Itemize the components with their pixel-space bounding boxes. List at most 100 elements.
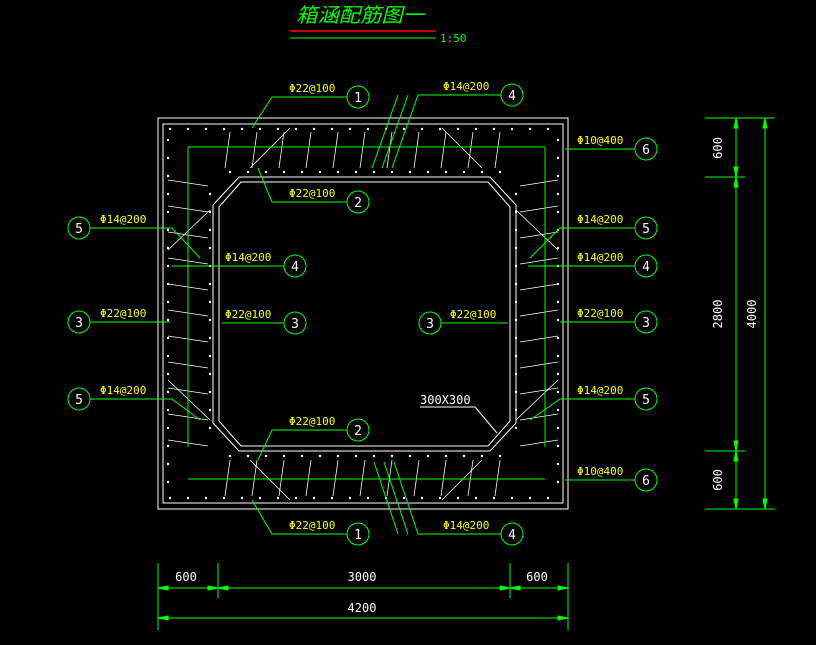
callout-label: Φ14@200 <box>577 384 623 397</box>
hatch-right <box>519 387 559 395</box>
callout-bubble <box>500 522 524 546</box>
haunch-leader-diag <box>474 406 498 434</box>
rebar-dot <box>556 426 560 430</box>
callout-label: Φ14@200 <box>577 251 623 264</box>
rebar-dot <box>556 282 560 286</box>
rebar-dot <box>556 336 560 340</box>
rebar-dot <box>556 354 560 358</box>
dim-right-top: 600 <box>711 137 725 159</box>
rebar-dot <box>420 496 424 500</box>
haunch-bar-bot-r <box>441 459 483 501</box>
rebar-dot <box>294 127 298 131</box>
rebar-dot <box>186 496 190 500</box>
rebar-dot <box>528 496 532 500</box>
callout-number: 5 <box>75 222 83 237</box>
hatch-top <box>278 131 285 169</box>
hatch-right <box>519 205 559 213</box>
callout-label: Φ22@100 <box>289 82 335 95</box>
rebar-dot <box>556 372 560 376</box>
callout-label: Φ10@400 <box>577 465 623 478</box>
rebar-dot <box>402 496 406 500</box>
rebar-dot <box>514 390 518 394</box>
haunch-bar-bl <box>167 379 211 421</box>
callout-label: Φ14@200 <box>443 519 489 532</box>
rebar-dot <box>222 496 226 500</box>
rebar-dot <box>208 282 212 286</box>
rebar-dot <box>166 192 170 196</box>
hatch-top <box>251 131 258 169</box>
rebar-dot <box>208 426 212 430</box>
callout-leader <box>90 398 201 421</box>
rebar-dot <box>556 174 560 178</box>
callout-leader <box>373 461 501 535</box>
rebar-dot <box>348 127 352 131</box>
hatch-top <box>332 131 339 169</box>
callout-bubble <box>346 522 370 546</box>
rebar-dot <box>166 228 170 232</box>
callout-number: 3 <box>291 317 299 332</box>
haunch-callout: 300X300 <box>420 393 498 434</box>
rebar-dot <box>336 454 340 458</box>
rebar-dot <box>556 300 560 304</box>
hatch-bottom <box>332 459 339 497</box>
callout-label: Φ14@200 <box>443 80 489 93</box>
rebar-dot <box>318 454 322 458</box>
callout-bubble <box>634 254 658 278</box>
rebar-dot <box>246 454 250 458</box>
rebar-dot <box>166 336 170 340</box>
rebar-dot <box>514 408 518 412</box>
callout-label: Φ22@100 <box>289 415 335 428</box>
haunch-bar-br <box>515 379 559 421</box>
callout-label: Φ14@200 <box>100 213 146 226</box>
rebar-dot <box>240 496 244 500</box>
outer-rebar-line <box>162 123 564 504</box>
callout-bubble <box>346 190 370 214</box>
rebar-dot <box>208 192 212 196</box>
inner-opening <box>212 176 517 452</box>
rebar-dot <box>348 496 352 500</box>
callout-number: 6 <box>642 143 650 158</box>
rebar-dot <box>166 300 170 304</box>
rebar-dot <box>510 496 514 500</box>
rebar-dot <box>556 462 560 466</box>
hatch-bottom <box>494 459 501 497</box>
rebar-dot <box>514 372 518 376</box>
rebar-dot <box>366 127 370 131</box>
dim-bottom-left: 600 <box>175 570 197 584</box>
rebar-dot <box>166 174 170 178</box>
dim-right-bottom: 600 <box>711 469 725 491</box>
rebar-dot <box>166 156 170 160</box>
dim-bottom-total: 4200 <box>348 601 377 615</box>
dim-right-mid: 2800 <box>711 300 725 329</box>
rebar-dot <box>514 210 518 214</box>
rebar-dot <box>246 170 250 174</box>
rebar-dot <box>556 246 560 250</box>
hatch-top <box>467 131 474 169</box>
callout-leader <box>251 96 347 129</box>
rebar-dot <box>426 170 430 174</box>
rebar-dot <box>282 454 286 458</box>
rebar-dot <box>390 170 394 174</box>
callout-leader <box>529 398 635 421</box>
rebar-dot <box>556 318 560 322</box>
distribution-bars <box>187 146 546 480</box>
hatch-right <box>519 335 559 343</box>
callout-bubble <box>67 310 91 334</box>
rebar-dot <box>264 454 268 458</box>
dim-bottom-mid: 3000 <box>348 570 377 584</box>
rebar-dot <box>408 454 412 458</box>
rebar-dot <box>354 170 358 174</box>
hatch-right <box>519 413 559 421</box>
rebar-dot <box>166 138 170 142</box>
rebar-dot <box>546 496 550 500</box>
title-block: 箱涵配筋图一 1:50 <box>290 3 467 45</box>
rebar-dot <box>514 192 518 196</box>
hatch-bottom <box>305 459 312 497</box>
rebar-dot <box>330 127 334 131</box>
rebar-dot <box>474 496 478 500</box>
dim-arrows <box>157 585 569 621</box>
